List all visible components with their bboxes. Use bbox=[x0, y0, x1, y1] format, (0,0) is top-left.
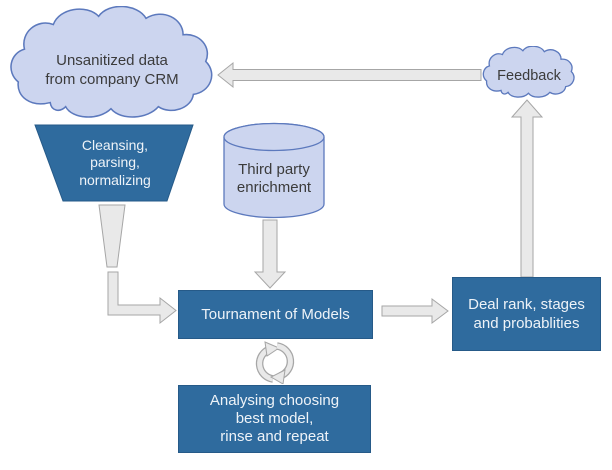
arrow-funnel-to-tournament-icon bbox=[107, 271, 177, 325]
arrow-tournament-to-dealrank-icon bbox=[381, 298, 449, 324]
database-cylinder-top-icon bbox=[223, 122, 325, 152]
enrichment-db-node bbox=[223, 122, 325, 219]
tournament-label: Tournament of Models bbox=[201, 306, 350, 323]
deal-rank-node: Deal rank, stages and probablities bbox=[452, 277, 601, 351]
cycle-arrows-icon bbox=[255, 341, 295, 384]
funnel-spout-icon bbox=[98, 204, 126, 268]
analysing-label-line: rinse and repeat bbox=[220, 428, 329, 445]
cycle-arrowhead-icon bbox=[269, 369, 286, 384]
analysing-node: Analysing choosing best model, rinse and… bbox=[178, 385, 371, 453]
cycle-arrowhead-icon bbox=[264, 341, 281, 357]
deal-rank-label-line: and probablities bbox=[473, 315, 580, 332]
analysing-label-line: best model, bbox=[235, 410, 314, 427]
crm-cloud-node bbox=[10, 6, 213, 118]
arrow-enrichment-to-tournament-icon bbox=[253, 219, 287, 289]
arrow-dealrank-to-feedback-icon bbox=[510, 99, 544, 278]
analysing-label-line: Analysing choosing bbox=[209, 392, 340, 409]
feedback-cloud-node bbox=[482, 46, 575, 98]
cloud-icon bbox=[10, 6, 213, 118]
cloud-icon bbox=[482, 46, 575, 98]
arrow-feedback-to-crm-icon bbox=[217, 61, 482, 89]
deal-rank-label-line: Deal rank, stages bbox=[468, 296, 585, 313]
tournament-node: Tournament of Models bbox=[178, 290, 373, 339]
